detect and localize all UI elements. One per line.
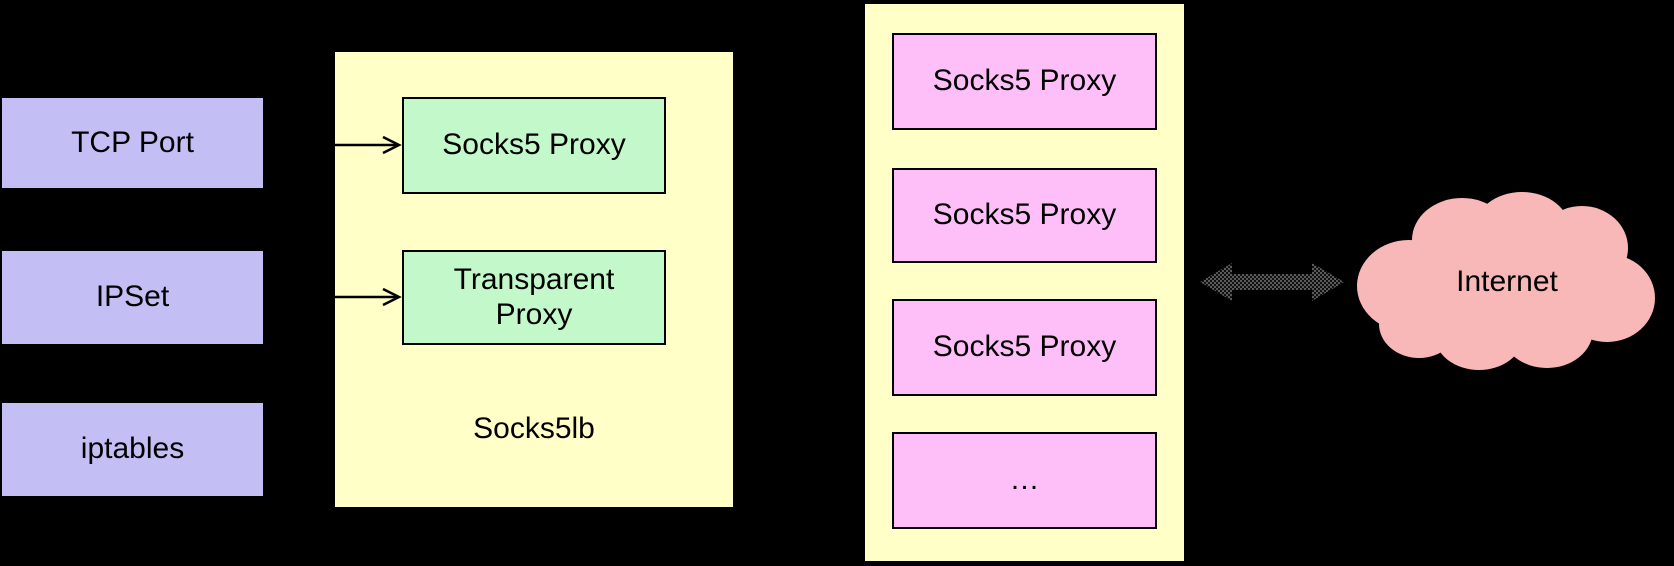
node-iptables-label: iptables [80, 432, 185, 466]
pool-node-ellipsis: … [892, 432, 1157, 529]
node-transparent-proxy-label: Transparent Proxy [453, 263, 615, 331]
node-tcp-port: TCP Port [2, 98, 263, 188]
node-socks5-proxy-label: Socks5 Proxy [442, 128, 626, 162]
socks5lb-title: Socks5lb [473, 412, 595, 445]
pool-node-1: Socks5 Proxy [892, 33, 1157, 130]
pool-node-1-label: Socks5 Proxy [932, 64, 1117, 98]
node-ipset: IPSet [2, 251, 263, 344]
internet-cloud-icon [1357, 192, 1655, 370]
pool-node-2: Socks5 Proxy [892, 168, 1157, 263]
double-arrow-pool-internet [1200, 263, 1344, 301]
pool-node-3: Socks5 Proxy [892, 299, 1157, 396]
node-tcp-port-label: TCP Port [71, 125, 194, 159]
internet-label: Internet [1456, 265, 1558, 298]
node-socks5-proxy: Socks5 Proxy [402, 97, 666, 194]
node-iptables: iptables [2, 403, 263, 496]
pool-node-3-label: Socks5 Proxy [932, 330, 1117, 364]
node-ipset-label: IPSet [95, 280, 170, 314]
pool-node-2-label: Socks5 Proxy [932, 198, 1117, 232]
pool-node-ellipsis-label: … [1009, 463, 1040, 497]
cloud-shape [1357, 192, 1655, 370]
node-transparent-proxy: Transparent Proxy [402, 250, 666, 345]
